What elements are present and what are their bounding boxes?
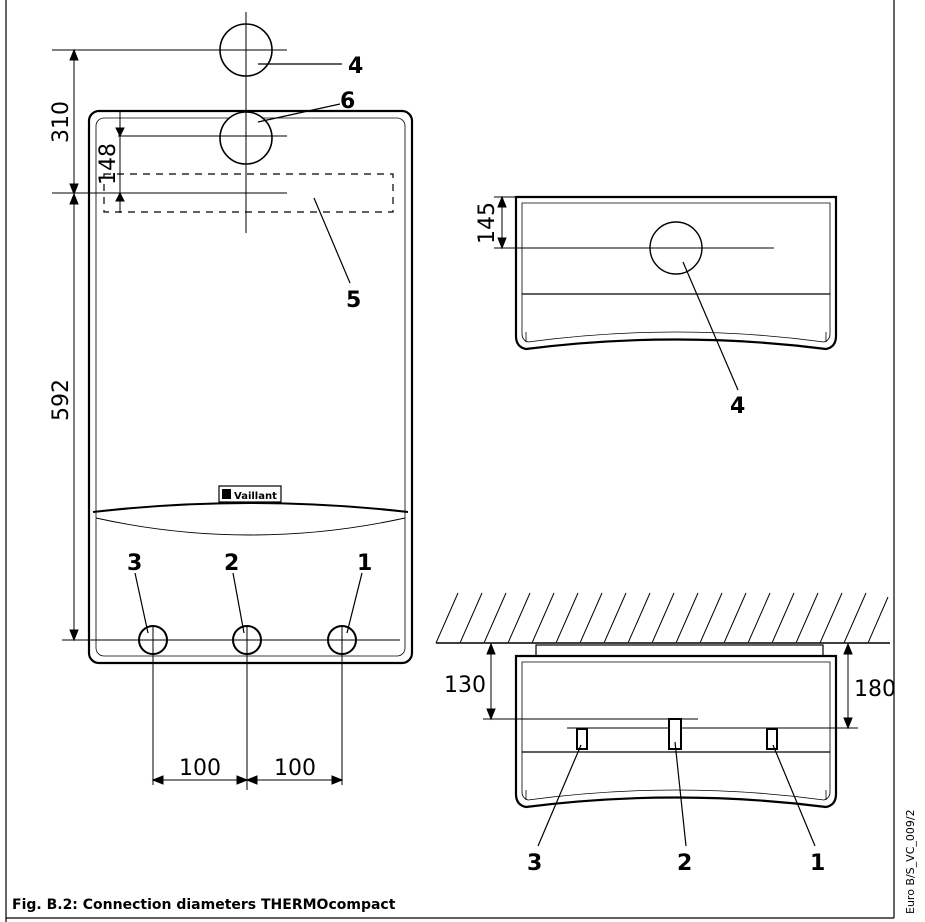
- front-view: Vaillant 310: [49, 12, 414, 790]
- pipe-stub-1: [766, 728, 778, 750]
- dimension-310-label: 310: [49, 101, 74, 143]
- bottom-view-inner: [521, 661, 831, 801]
- dimension-100-right-label: 100: [274, 756, 316, 781]
- dimension-148-label: 148: [96, 143, 121, 185]
- lower-panel-line: [92, 502, 409, 513]
- lower-panel-arc: [95, 517, 406, 536]
- dimension-130: [486, 642, 496, 721]
- callout-2-front: 2: [224, 551, 239, 576]
- dimension-145-label: 145: [475, 202, 500, 244]
- dimension-592-label: 592: [49, 379, 74, 421]
- front-callout-leaders: [134, 63, 363, 634]
- brand-logo-mark: [222, 489, 231, 499]
- figure-code: Euro B/S_VC_009/2: [904, 809, 917, 914]
- dimension-100-pair: [151, 775, 344, 785]
- bottom-view-casing: [514, 654, 838, 809]
- mounting-strip: [535, 644, 824, 657]
- callout-1-front: 1: [357, 551, 372, 576]
- callout-3-bottom: 3: [527, 851, 542, 876]
- dimension-100-left-label: 100: [179, 756, 221, 781]
- top-view-casing: [514, 195, 838, 351]
- dashed-connection-area-5: [103, 173, 394, 213]
- callout-4-front: 4: [348, 54, 363, 79]
- callout-3-front: 3: [127, 551, 142, 576]
- brand-logo-text: Vaillant: [234, 491, 277, 502]
- bottom-view: 130 180 3 2 1: [435, 592, 896, 876]
- top-view-inner: [521, 202, 831, 343]
- dimension-592: [69, 192, 79, 642]
- boiler-casing: [87, 109, 414, 665]
- dimension-310: [69, 48, 79, 196]
- figure-caption: Fig. B.2: Connection diameters THERMOcom…: [12, 897, 396, 913]
- pipe-stub-2: [668, 718, 682, 750]
- figure-frame: [5, 0, 895, 922]
- callout-4-top: 4: [730, 394, 745, 419]
- dimension-180-label: 180: [854, 677, 896, 702]
- top-view: 145 4: [475, 195, 838, 419]
- wall-hatching: [435, 592, 890, 644]
- callout-6: 6: [340, 89, 355, 114]
- dimension-130-label: 130: [444, 673, 486, 698]
- dimension-148: [115, 112, 125, 213]
- bottom-callout-leaders: [537, 741, 816, 847]
- callout-5: 5: [346, 288, 361, 313]
- callout-1-bottom: 1: [810, 851, 825, 876]
- pipe-stubs: [576, 718, 778, 750]
- brand-logo: [218, 485, 282, 503]
- pipe-stub-3: [576, 728, 588, 750]
- top-callout-leader: [682, 261, 739, 391]
- dimension-180: [843, 642, 853, 730]
- dimension-145: [497, 195, 507, 250]
- callout-2-bottom: 2: [677, 851, 692, 876]
